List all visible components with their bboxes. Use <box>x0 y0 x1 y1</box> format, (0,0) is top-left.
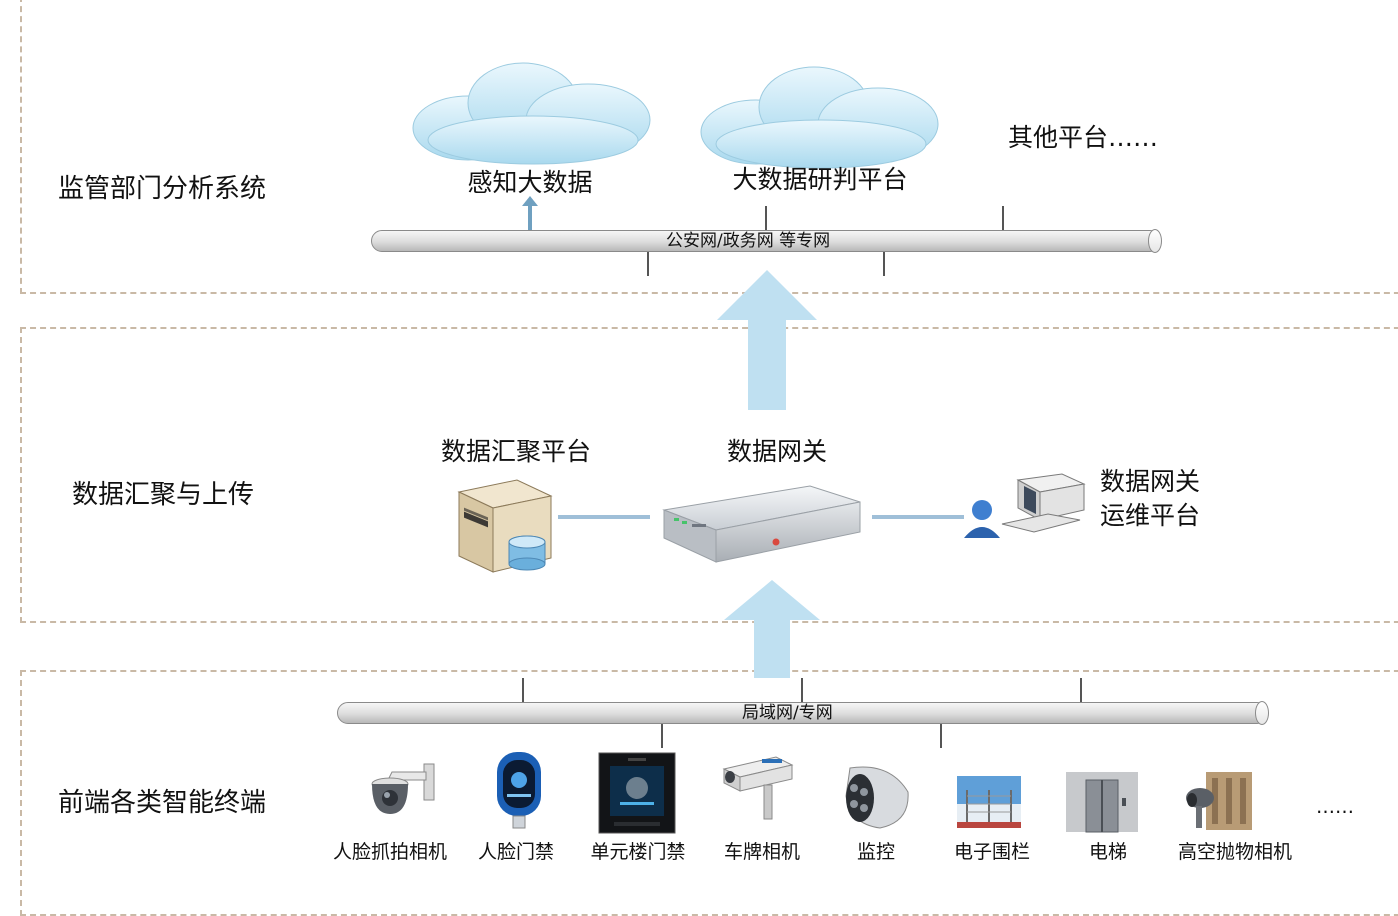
ops-platform-label-line1: 数据网关 <box>1100 467 1201 496</box>
computer-user-icon <box>964 473 1086 538</box>
electronic-fence-icon <box>957 776 1021 828</box>
elevator-icon <box>1066 772 1138 833</box>
big-up-arrow-icon-top <box>717 270 817 410</box>
platform-label-others: 其他平台…… <box>1008 123 1159 152</box>
connector-bottom-up-3 <box>1080 678 1082 702</box>
connector-bottom-up-1 <box>522 678 524 702</box>
layer-label-analysis: 监管部门分析系统 <box>58 174 267 204</box>
layer-analysis-frame <box>20 0 1398 294</box>
network-label-bottom: 局域网/专网 <box>742 703 833 723</box>
connector-bottom-up-2 <box>801 678 803 702</box>
face-access-device-icon <box>497 752 541 829</box>
server-icon <box>457 479 553 573</box>
platform-label-judgement: 大数据研判平台 <box>732 165 908 194</box>
terminal-label-face-capture: 人脸抓拍相机 <box>332 841 447 863</box>
connector-bottom-down-1 <box>661 724 663 748</box>
high-altitude-camera-icon <box>1186 772 1252 830</box>
platform-label-perception: 感知大数据 <box>467 168 593 197</box>
pipe-end-top <box>1148 229 1162 253</box>
terminal-label-elevator: 电梯 <box>1088 841 1127 863</box>
network-pipe-top: 公安网/政务网 等专网 <box>371 229 1162 253</box>
connector-down-2 <box>883 252 885 276</box>
layer-aggregation-frame <box>20 327 1398 623</box>
connector-down-1 <box>647 252 649 276</box>
terminal-more-ellipsis: …… <box>1316 796 1354 818</box>
bullet-camera-icon <box>845 766 909 829</box>
big-up-arrow-icon-bottom <box>724 580 820 678</box>
gateway-device-icon <box>662 485 861 563</box>
building-access-panel-icon <box>598 752 676 834</box>
terminal-label-plate-camera: 车牌相机 <box>723 841 800 863</box>
link-platform-gateway <box>558 515 650 519</box>
link-gateway-ops <box>872 515 964 519</box>
connector-judgement <box>765 206 767 230</box>
network-pipe-bottom: 局域网/专网 <box>337 701 1269 725</box>
layer-label-terminals: 前端各类智能终端 <box>58 788 267 818</box>
plate-camera-icon <box>722 756 794 820</box>
terminal-label-monitor: 监控 <box>856 841 895 863</box>
terminal-label-fence: 电子围栏 <box>953 841 1030 863</box>
up-arrow-icon-small <box>522 196 538 230</box>
cloud-icon-judgement <box>700 66 939 169</box>
aggregation-platform-label: 数据汇聚平台 <box>440 437 591 466</box>
layer-label-aggregation: 数据汇聚与上传 <box>72 480 255 510</box>
terminal-label-throw-camera: 高空抛物相机 <box>1177 841 1292 863</box>
ops-platform-label-line2: 运维平台 <box>1100 501 1201 530</box>
ops-platform-label: 数据网关 运维平台 <box>1100 465 1200 533</box>
gateway-label: 数据网关 <box>726 437 827 466</box>
terminal-label-face-access: 人脸门禁 <box>477 841 554 863</box>
dome-camera-icon <box>371 763 435 814</box>
pipe-end-bottom <box>1255 701 1269 725</box>
connector-others <box>1002 206 1004 230</box>
connector-bottom-down-2 <box>940 724 942 748</box>
network-label-top: 公安网/政务网 等专网 <box>666 231 831 251</box>
terminal-label-building-access: 单元楼门禁 <box>590 841 686 863</box>
cloud-icon-perception <box>412 62 651 165</box>
